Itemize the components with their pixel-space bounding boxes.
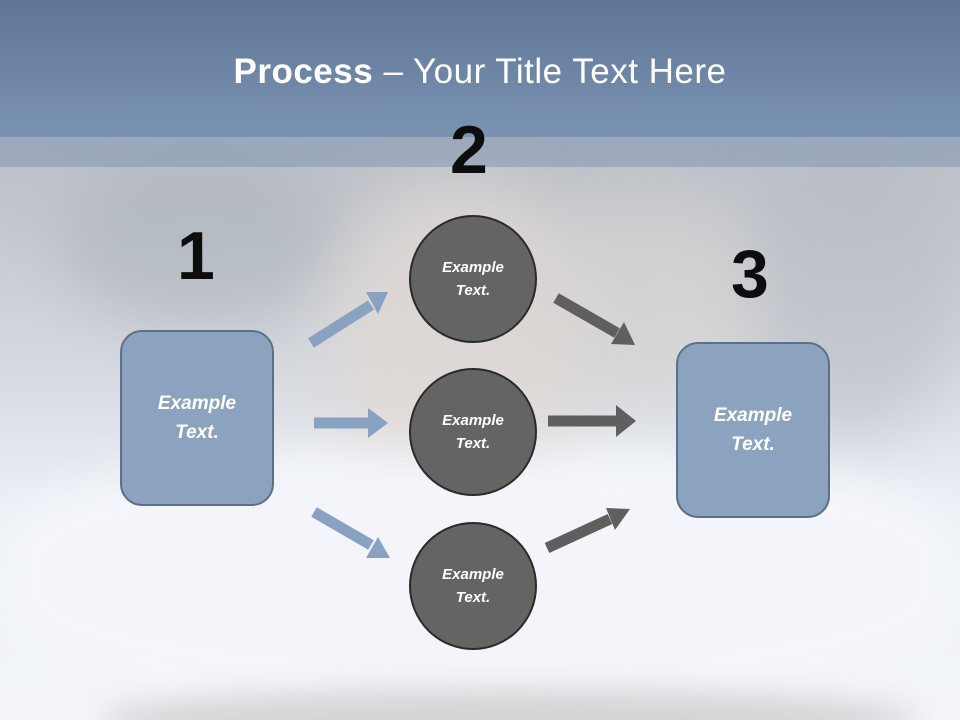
arrow-left-to-middle — [314, 408, 388, 438]
arrow-bottom-to-right — [544, 508, 630, 553]
step3-box-label: Example Text. — [713, 405, 793, 455]
step2-circle-top: Example Text. — [409, 215, 537, 343]
step-number-3: 3 — [731, 236, 769, 312]
title-banner — [0, 0, 960, 137]
title-rest: – Your Title Text Here — [373, 52, 727, 91]
arrow-left-to-top — [308, 292, 388, 348]
step1-box-label: Example Text. — [157, 393, 237, 443]
slide-title: Process – Your Title Text Here — [0, 52, 960, 92]
title-bold: Process — [233, 52, 374, 91]
circle-bottom-label: Example Text. — [442, 566, 504, 606]
circle-middle-label: Example Text. — [442, 412, 504, 452]
step3-box: Example Text. — [676, 342, 830, 518]
arrow-middle-to-right — [548, 405, 636, 437]
arrow-left-to-bottom — [311, 507, 390, 558]
arrow-top-to-right — [553, 293, 635, 345]
step-number-1: 1 — [177, 218, 215, 294]
step1-box: Example Text. — [120, 330, 274, 506]
title-banner-strip — [0, 137, 960, 167]
step-number-2: 2 — [450, 112, 488, 188]
step2-circle-bottom: Example Text. — [409, 522, 537, 650]
circle-top-label: Example Text. — [442, 259, 504, 299]
step2-circle-middle: Example Text. — [409, 368, 537, 496]
